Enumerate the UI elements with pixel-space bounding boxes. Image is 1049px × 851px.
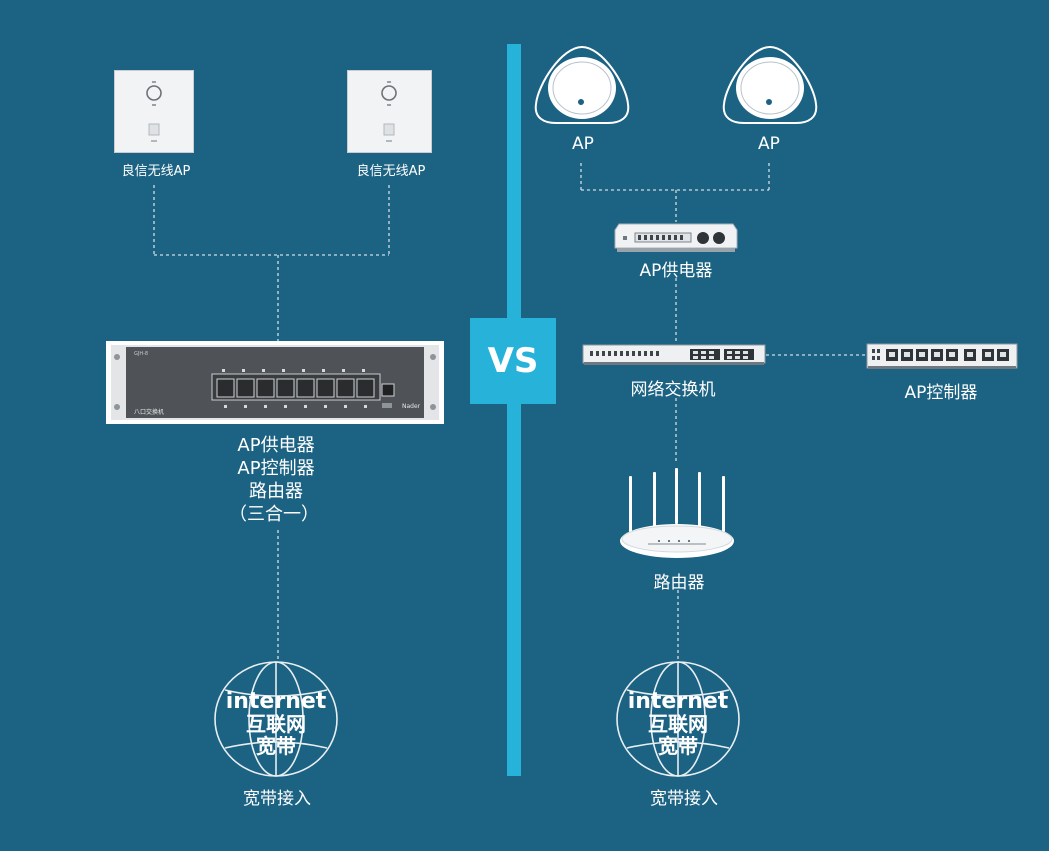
globe-icon [615, 660, 741, 778]
left-internet-word: internet [225, 689, 327, 714]
poe-injector-icon [613, 222, 739, 254]
ap-controller-icon [866, 343, 1018, 371]
left-broadband-cn: 宽带 [256, 734, 296, 758]
combo-line-1: AP供电器 [237, 435, 315, 456]
right-broadband-cn: 宽带 [658, 734, 698, 758]
device-plate-text: 八口交换机 [134, 409, 165, 416]
device-brand-text: Nader [402, 403, 421, 410]
wall-panel-ap-icon [347, 70, 432, 153]
vs-label: VS [487, 341, 539, 381]
eight-port-switch-icon: GJH-8 [106, 341, 444, 424]
svg-text:GJH-8: GJH-8 [134, 351, 148, 357]
right-ap1-label: AP [572, 134, 594, 154]
ceiling-ap-icon [532, 44, 632, 126]
left-ap1-label: 良信无线AP [121, 164, 191, 179]
right-switch-label: 网络交换机 [630, 380, 716, 400]
right-broadband-label: 宽带接入 [650, 789, 718, 809]
center-divider [507, 44, 521, 776]
left-broadband-label: 宽带接入 [243, 789, 311, 809]
wall-panel-ap-icon [114, 70, 194, 153]
left-internet-cn: 互联网 [246, 712, 306, 736]
right-poe-label: AP供电器 [639, 261, 713, 281]
left-ap2-label: 良信无线AP [356, 164, 426, 179]
vs-badge: VS [470, 318, 556, 404]
combo-line-3: 路由器 [249, 481, 303, 502]
right-controller-label: AP控制器 [904, 383, 978, 403]
right-internet-word: internet [627, 689, 729, 714]
ceiling-ap-icon [720, 44, 820, 126]
combo-line-4: （三合一） [229, 504, 319, 525]
combo-line-2: AP控制器 [237, 458, 315, 479]
globe-icon [213, 660, 339, 778]
wifi-router-icon [618, 468, 736, 560]
right-router-label: 路由器 [653, 573, 705, 593]
right-internet-cn: 互联网 [648, 712, 708, 736]
network-switch-icon [582, 344, 766, 366]
right-ap2-label: AP [758, 134, 780, 154]
